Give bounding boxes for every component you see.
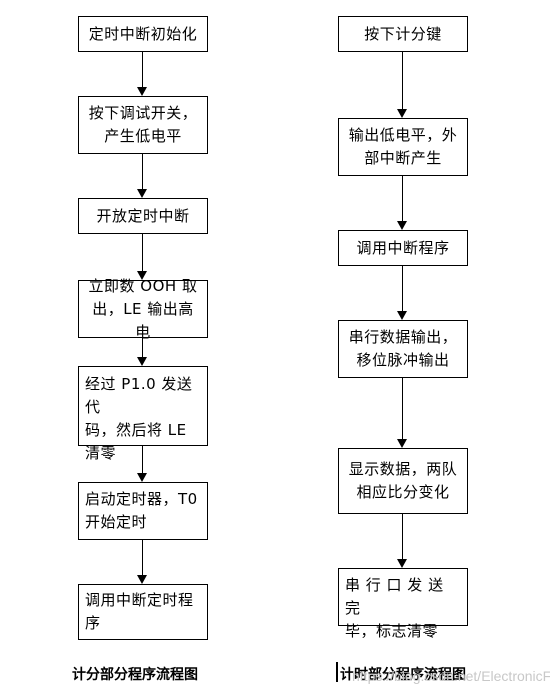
right-step-press-score: 按下计分键: [338, 16, 468, 52]
left-step-start-timer: 启动定时器，T0 开始定时: [78, 482, 208, 540]
left-caption: 计分部分程序流程图: [72, 667, 198, 683]
right-arrow-1: [397, 109, 407, 118]
left-arrow-4: [137, 357, 147, 366]
right-connector-1: [402, 52, 403, 110]
left-step-call-isr: 调用中断定时程 序: [78, 584, 208, 640]
left-arrow-6: [137, 575, 147, 584]
right-step-serial-done: 串 行 口 发 送 完 毕，标志清零: [338, 568, 468, 640]
left-arrow-3: [137, 271, 147, 280]
right-connector-5: [402, 514, 403, 560]
left-step-send-code: 经过 P1.0 发送代 码，然后将 LE 清零: [78, 366, 208, 462]
right-step-display-data: 显示数据，两队 相应比分变化: [338, 448, 468, 514]
left-arrow-1: [137, 87, 147, 96]
left-step-load-immediate: 立即数 OOH 取 出，LE 输出高电: [78, 277, 208, 341]
right-arrow-2: [397, 221, 407, 230]
left-connector-1: [142, 52, 143, 88]
left-arrow-2: [137, 189, 147, 198]
right-connector-3: [402, 266, 403, 312]
left-step-init: 定时中断初始化: [78, 16, 208, 52]
left-connector-2: [142, 154, 143, 190]
text-cursor: [336, 662, 338, 682]
right-arrow-4: [397, 439, 407, 448]
right-step-serial-output: 串行数据输出， 移位脉冲输出: [338, 320, 468, 378]
right-connector-2: [402, 176, 403, 222]
left-arrow-5: [137, 473, 147, 482]
left-connector-6: [142, 540, 143, 576]
right-arrow-3: [397, 311, 407, 320]
right-connector-4: [402, 378, 403, 440]
left-connector-4: [142, 338, 143, 358]
left-connector-5: [142, 446, 143, 474]
left-step-enable-timer: 开放定时中断: [78, 198, 208, 234]
right-arrow-5: [397, 559, 407, 568]
right-step-low-level: 输出低电平，外 部中断产生: [338, 118, 468, 176]
left-connector-3: [142, 234, 143, 272]
right-step-call-isr: 调用中断程序: [338, 230, 468, 266]
watermark: https://blog.csdn.net/ElectronicFish: [352, 668, 550, 684]
left-step-press-debug: 按下调试开关， 产生低电平: [78, 96, 208, 154]
right-caption: 计时部分程序流程图: [340, 667, 466, 683]
